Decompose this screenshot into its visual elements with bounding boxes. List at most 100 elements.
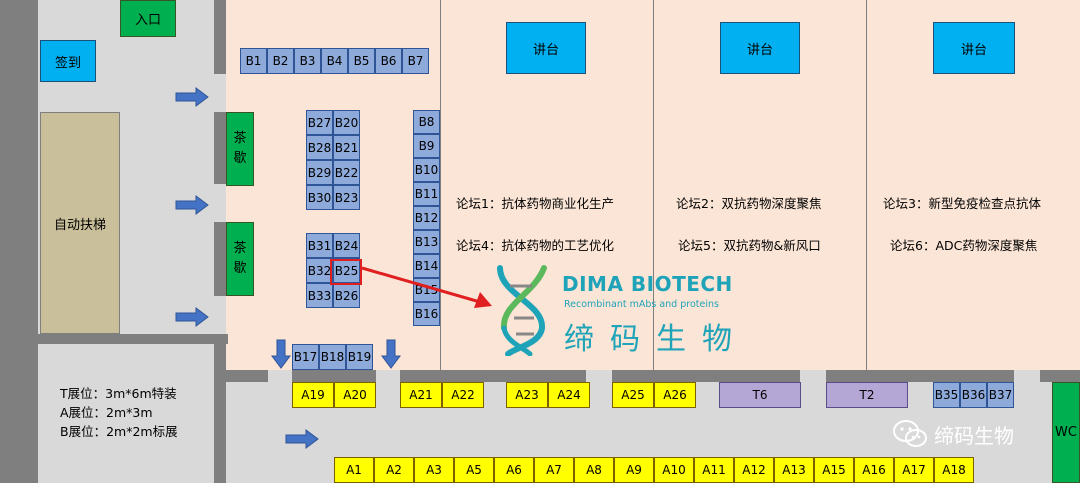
b-booth: B31 — [306, 233, 333, 258]
wall-lower-room-right — [214, 334, 226, 483]
arrow-down-icon — [271, 339, 291, 369]
legend-a: A展位：2m*3m — [60, 405, 153, 420]
a-booth: A17 — [894, 457, 934, 483]
b-booth: B20 — [333, 110, 360, 135]
wall-tea-1 — [214, 112, 226, 184]
logo-name: DIMA BIOTECH — [562, 272, 733, 296]
a-booth: A11 — [694, 457, 734, 483]
a-booth: A20 — [334, 382, 376, 408]
a-booth: A22 — [442, 382, 484, 408]
arrow-down-icon — [381, 339, 401, 369]
a-booth: A16 — [854, 457, 894, 483]
b-booth: B7 — [402, 48, 429, 74]
a-booth: A18 — [934, 457, 974, 483]
hall-divider-1 — [440, 0, 441, 370]
legend-t: T展位：3m*6m特装 — [60, 386, 177, 401]
a-booth: A3 — [414, 457, 454, 483]
t-booth-t6: T6 — [719, 382, 801, 408]
wall-bottom-2 — [292, 370, 376, 382]
b-booth: B17 — [292, 344, 319, 370]
wall-bottom-3 — [400, 370, 586, 382]
legend-b: B展位：2m*2m标展 — [60, 424, 178, 439]
wall-bottom-4 — [612, 370, 800, 382]
arrow-right-icon — [175, 307, 209, 327]
escalator-label: 自动扶梯 — [53, 217, 106, 233]
tea-break-1: 茶 歇 — [226, 112, 254, 186]
wall-bottom-6 — [1040, 370, 1080, 382]
b-booth: B26 — [333, 283, 360, 308]
b-booth: B6 — [375, 48, 402, 74]
b-booth: B10 — [413, 158, 440, 182]
forum-1: 论坛1：抗体药物商业化生产 — [456, 196, 614, 211]
entrance-label: 入口 — [120, 0, 176, 37]
b-booth: B35 — [933, 382, 960, 408]
dna-helix-icon — [497, 265, 547, 356]
stage-2: 讲台 — [720, 22, 800, 74]
a-booth: A26 — [654, 382, 696, 408]
a-booth: A6 — [494, 457, 534, 483]
a-booth: A23 — [506, 382, 548, 408]
a-booth: A5 — [454, 457, 494, 483]
wall-bottom-5 — [826, 370, 1014, 382]
a-booth: A7 — [534, 457, 574, 483]
b-booth: B33 — [306, 283, 333, 308]
b-booth: B9 — [413, 134, 440, 158]
tea-break-char-2: 歇 — [233, 151, 247, 166]
b-booth: B1 — [240, 48, 267, 74]
arrow-right-icon — [175, 87, 209, 107]
b-booth: B24 — [333, 233, 360, 258]
a-booth: A15 — [814, 457, 854, 483]
b-booth: B37 — [987, 382, 1014, 408]
wc: WC — [1052, 382, 1080, 483]
b-booth: B12 — [413, 206, 440, 230]
b-booth: B25 — [333, 258, 360, 283]
wall-bottom-1 — [226, 370, 268, 382]
a-booth: A21 — [400, 382, 442, 408]
b-booth: B29 — [306, 160, 333, 185]
b-booth: B2 — [267, 48, 294, 74]
b-booth: B22 — [333, 160, 360, 185]
watermark: 缔码生物 — [892, 418, 1014, 450]
a-booth: A10 — [654, 457, 694, 483]
b-booth: B8 — [413, 110, 440, 134]
a-booth: A19 — [292, 382, 334, 408]
b-booth: B27 — [306, 110, 333, 135]
logo-chinese: 缔码生物 — [564, 322, 748, 357]
b-booth: B21 — [333, 135, 360, 160]
hall-divider-2 — [653, 0, 654, 370]
wall-lower-room-top — [38, 334, 228, 344]
forum-2: 论坛2：双抗药物深度聚焦 — [676, 196, 822, 211]
stage-3: 讲台 — [933, 22, 1015, 74]
hall-divider-3 — [866, 0, 867, 370]
forum-5: 论坛5：双抗药物&新风口 — [678, 238, 821, 253]
outer-wall-left — [0, 0, 38, 483]
pointer-arrow-icon — [361, 266, 492, 308]
forum-6: 论坛6：ADC药物深度聚焦 — [890, 238, 1038, 253]
a-booth: A1 — [334, 457, 374, 483]
arrow-right-icon — [175, 195, 209, 215]
a-booth: A2 — [374, 457, 414, 483]
tea-break-2: 茶 歇 — [226, 222, 254, 296]
wall-hall-left-top — [214, 0, 226, 74]
tea-break-char-2: 歇 — [233, 261, 247, 276]
b-booth: B14 — [413, 254, 440, 278]
wall-tea-2 — [214, 222, 226, 296]
b-booth: B36 — [960, 382, 987, 408]
booth-legend: T展位：3m*6m特装 A展位：2m*3m B展位：2m*2m标展 — [60, 384, 210, 441]
forum-3: 论坛3：新型免疫检查点抗体 — [883, 196, 1041, 211]
b-booth: B28 — [306, 135, 333, 160]
b-booth: B4 — [321, 48, 348, 74]
b-booth: B11 — [413, 182, 440, 206]
a-booth: A25 — [612, 382, 654, 408]
watermark-text: 缔码生物 — [934, 423, 1014, 448]
t-booth-t2: T2 — [826, 382, 908, 408]
tea-break-char-1: 茶 — [233, 131, 247, 146]
a-booth: A9 — [614, 457, 654, 483]
a-booth: A13 — [774, 457, 814, 483]
b-booth: B32 — [306, 258, 333, 283]
checkin-desk: 签到 — [40, 40, 96, 82]
b-booth: B13 — [413, 230, 440, 254]
highlight-box — [330, 259, 362, 285]
a-booth: A24 — [548, 382, 590, 408]
b-booth: B18 — [319, 344, 346, 370]
